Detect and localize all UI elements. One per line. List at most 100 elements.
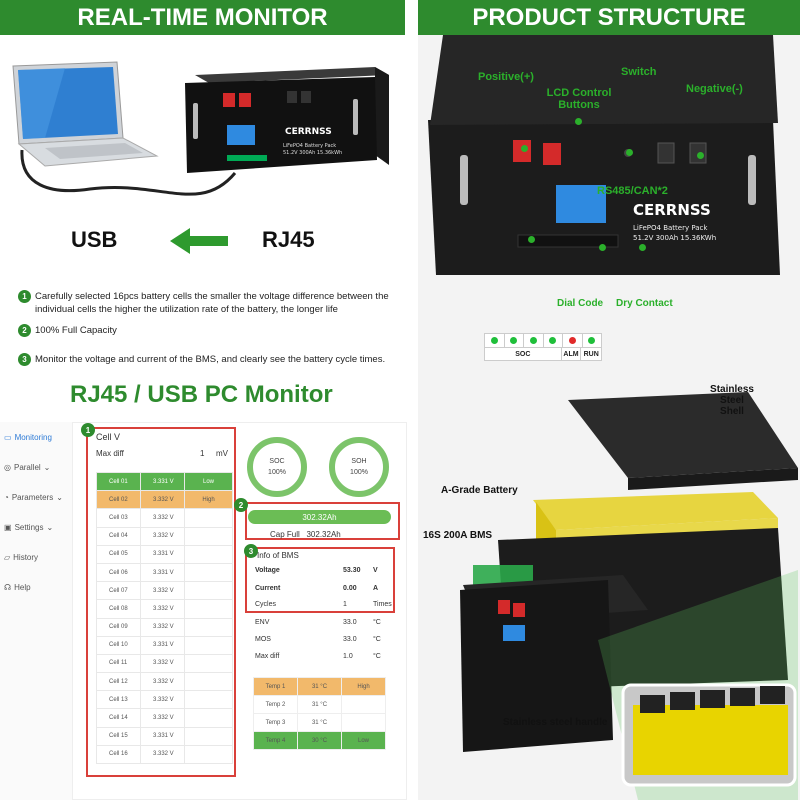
cell-name: Cell 11	[96, 653, 141, 674]
monitor-icon: ▭	[4, 432, 12, 442]
cell-name: Cell 12	[96, 672, 141, 692]
gauge-icon: ◔	[4, 492, 9, 502]
cell-flag	[184, 617, 233, 637]
cell-name: Cell 03	[96, 508, 141, 528]
cell-v: 3.331 V	[140, 726, 185, 746]
cell-v: 3.332 V	[140, 599, 185, 619]
label-dry: Dry Contact	[616, 298, 673, 309]
temp-v: 31 °C	[297, 677, 342, 696]
cell-name: Cell 13	[96, 690, 141, 710]
cell-highlight-box	[86, 427, 236, 777]
badge-2: 2	[234, 498, 248, 512]
cell-panel-title: Cell V	[96, 432, 121, 442]
cell-name: Cell 07	[96, 581, 141, 601]
battery-top-brand: CERRNSS	[285, 127, 332, 137]
cell-v: 3.331 V	[140, 471, 185, 492]
usb-cable	[20, 149, 237, 196]
label-negative: Negative(-)	[686, 83, 743, 95]
cell-v: 3.332 V	[140, 581, 185, 601]
front-line1: LiFePO4 Battery Pack	[633, 224, 708, 232]
cell-v: 3.332 V	[140, 617, 185, 637]
cell-flag	[184, 635, 233, 655]
battery-top-image: CERRNSS LiFePO4 Battery Pack 51.2V 300Ah…	[185, 67, 389, 173]
cell-name: Cell 04	[96, 526, 141, 546]
temp-name: Temp 4	[253, 731, 298, 750]
temp-flag	[341, 713, 386, 732]
arrow-left-icon	[170, 228, 228, 254]
label-dial: Dial Code	[557, 298, 604, 309]
app-sidebar: ▭Monitoring ◎Parallel⌄ ◔Parameters⌄ ▣Set…	[0, 422, 72, 800]
cell-flag: Low	[184, 471, 233, 492]
cell-name: Cell 02	[96, 490, 141, 510]
label-bms: 16S 200A BMS	[423, 530, 493, 541]
battery-top-front-line2: 51.2V 300Ah 15.36kWh	[283, 150, 342, 156]
temp-name: Temp 1	[253, 677, 298, 696]
header-left: REAL-TIME MONITOR	[0, 0, 405, 35]
cell-flag	[184, 653, 233, 674]
battery-front-image: CERRNSS LiFePO4 Battery Pack 51.2V 300Ah…	[428, 35, 780, 275]
temp-v: 31 °C	[297, 695, 342, 714]
temp-name: Temp 3	[253, 713, 298, 732]
indicator-panel: SOC ALM RUN	[484, 333, 602, 361]
bms-title: Info of BMS	[257, 551, 299, 560]
label-handle: Stainless steel handle	[503, 717, 608, 728]
sidebar-item-settings[interactable]: ▣Settings⌄	[4, 522, 54, 532]
cell-flag	[184, 726, 233, 746]
sidebar-item-parameters[interactable]: ◔Parameters⌄	[4, 492, 63, 502]
temp-v: 31 °C	[297, 713, 342, 732]
cell-v: 3.332 V	[140, 653, 185, 674]
label-positive: Positive(+)	[478, 71, 534, 83]
sidebar-item-help[interactable]: ☊Help	[4, 582, 31, 592]
cell-v: 3.332 V	[140, 526, 185, 546]
label-switch: Switch	[621, 66, 657, 78]
cap-full: Cap Full 302.32Ah	[270, 530, 341, 539]
capacity-highlight-box	[245, 502, 400, 540]
usb-label: USB	[71, 227, 118, 252]
cell-v: 3.331 V	[140, 544, 185, 564]
temp-flag: Low	[341, 731, 386, 750]
cell-v: 3.332 V	[140, 508, 185, 528]
rj45-label: RJ45	[262, 227, 315, 252]
cell-flag: High	[184, 490, 233, 510]
cell-flag	[184, 562, 233, 583]
temp-flag	[341, 695, 386, 714]
cell-name: Cell 15	[96, 726, 141, 746]
cell-v: 3.331 V	[140, 635, 185, 655]
cell-v: 3.332 V	[140, 672, 185, 692]
sidebar-item-history[interactable]: ▱History	[4, 552, 39, 562]
folder-icon: ▱	[4, 552, 11, 562]
cell-v: 3.332 V	[140, 690, 185, 710]
temp-v: 30 °C	[297, 731, 342, 750]
cell-v: 3.332 V	[140, 708, 185, 728]
cell-flag	[184, 544, 233, 564]
sidebar-item-parallel[interactable]: ◎Parallel⌄	[4, 462, 51, 472]
front-brand: CERRNSS	[633, 201, 711, 219]
label-agrade: A-Grade Battery	[441, 485, 518, 496]
capacity-bar: 302.32Ah	[248, 510, 391, 524]
temp-flag: High	[341, 677, 386, 696]
cell-name: Cell 08	[96, 599, 141, 619]
front-line2: 51.2V 300Ah 15.36KWh	[633, 234, 716, 242]
chevron-down-icon: ⌄	[56, 492, 63, 502]
cell-flag	[184, 508, 233, 528]
sidebar-item-monitoring[interactable]: ▭Monitoring	[4, 432, 52, 442]
settings-icon: ▣	[4, 522, 12, 532]
